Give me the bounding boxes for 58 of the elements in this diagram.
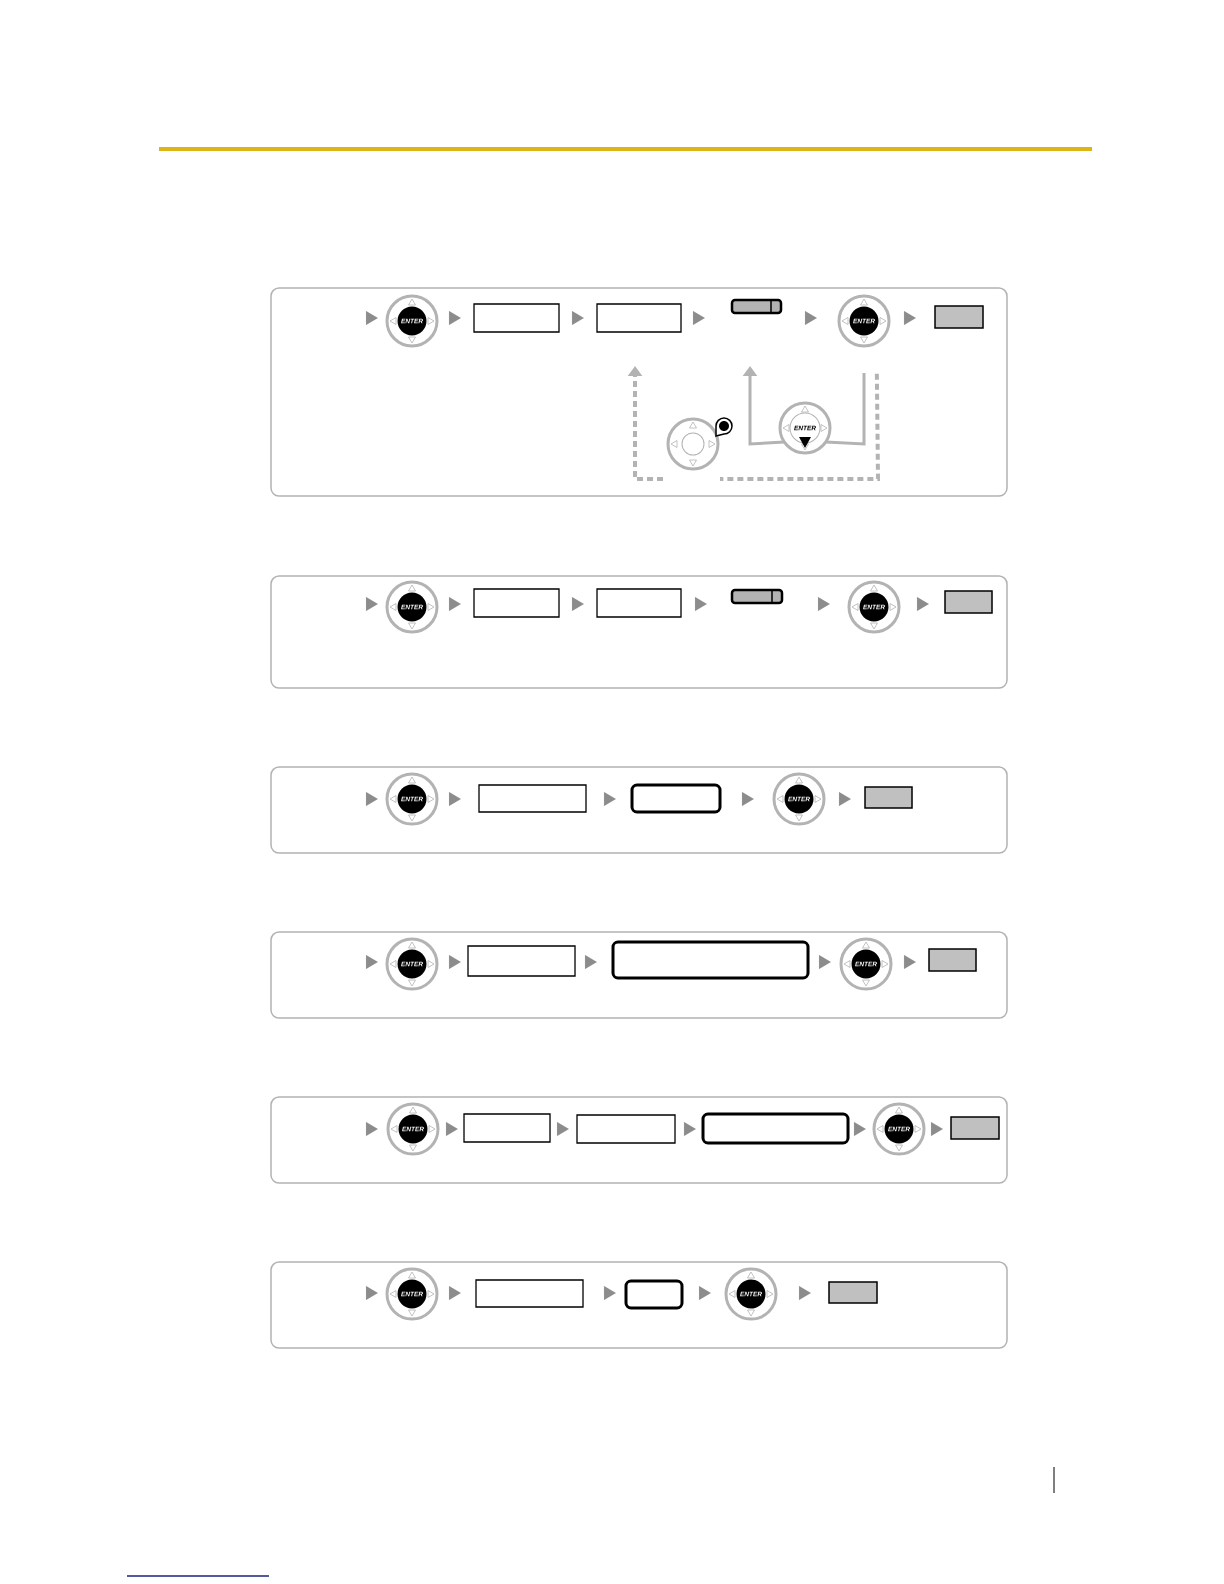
arrow xyxy=(365,792,378,806)
highlighted-box xyxy=(701,1112,850,1145)
key-button xyxy=(864,786,913,809)
display-box xyxy=(576,1114,676,1144)
arrow xyxy=(584,955,597,969)
arrow xyxy=(448,311,461,325)
arrow xyxy=(818,955,831,969)
arrow xyxy=(838,792,851,806)
arrow xyxy=(916,597,929,611)
key-button xyxy=(934,305,984,329)
arrow xyxy=(853,1122,866,1136)
arrow xyxy=(571,597,584,611)
arrow xyxy=(448,955,461,969)
arrow xyxy=(798,1286,811,1300)
highlighted-box xyxy=(624,1279,684,1310)
arrow xyxy=(694,597,707,611)
arrow xyxy=(930,1122,943,1136)
arrow xyxy=(683,1122,696,1136)
key-button xyxy=(828,1281,878,1304)
key-button xyxy=(928,948,977,972)
arrow xyxy=(365,311,378,325)
display-box xyxy=(475,1279,584,1308)
arrow xyxy=(365,955,378,969)
arrow xyxy=(571,311,584,325)
arrow xyxy=(448,1286,461,1300)
arrow xyxy=(365,597,378,611)
arrow xyxy=(445,1122,458,1136)
indicator-bar xyxy=(730,298,783,315)
display-box xyxy=(478,784,587,813)
connector-line xyxy=(825,373,866,446)
arrow xyxy=(698,1286,711,1300)
display-box xyxy=(596,303,682,333)
arrow xyxy=(448,597,461,611)
display-box xyxy=(463,1113,551,1143)
display-box xyxy=(473,303,560,333)
arrow xyxy=(817,597,830,611)
arrow xyxy=(804,311,817,325)
arrow xyxy=(365,1122,378,1136)
highlighted-box xyxy=(630,783,722,814)
display-box xyxy=(596,588,682,618)
display-box xyxy=(473,588,560,618)
indicator-bar xyxy=(730,588,784,605)
arrow xyxy=(556,1122,569,1136)
arrow xyxy=(903,311,916,325)
display-box xyxy=(467,945,576,977)
arrow xyxy=(448,792,461,806)
key-button xyxy=(944,590,993,614)
arrow xyxy=(603,1286,616,1300)
arrow xyxy=(741,792,754,806)
arrow xyxy=(742,366,785,446)
arrow xyxy=(692,311,705,325)
arrow xyxy=(627,366,663,481)
arrow xyxy=(365,1286,378,1300)
arrow xyxy=(603,792,616,806)
navigator-key xyxy=(666,417,720,471)
highlighted-box xyxy=(611,940,810,980)
arrow xyxy=(903,955,916,969)
key-button xyxy=(950,1116,1000,1140)
